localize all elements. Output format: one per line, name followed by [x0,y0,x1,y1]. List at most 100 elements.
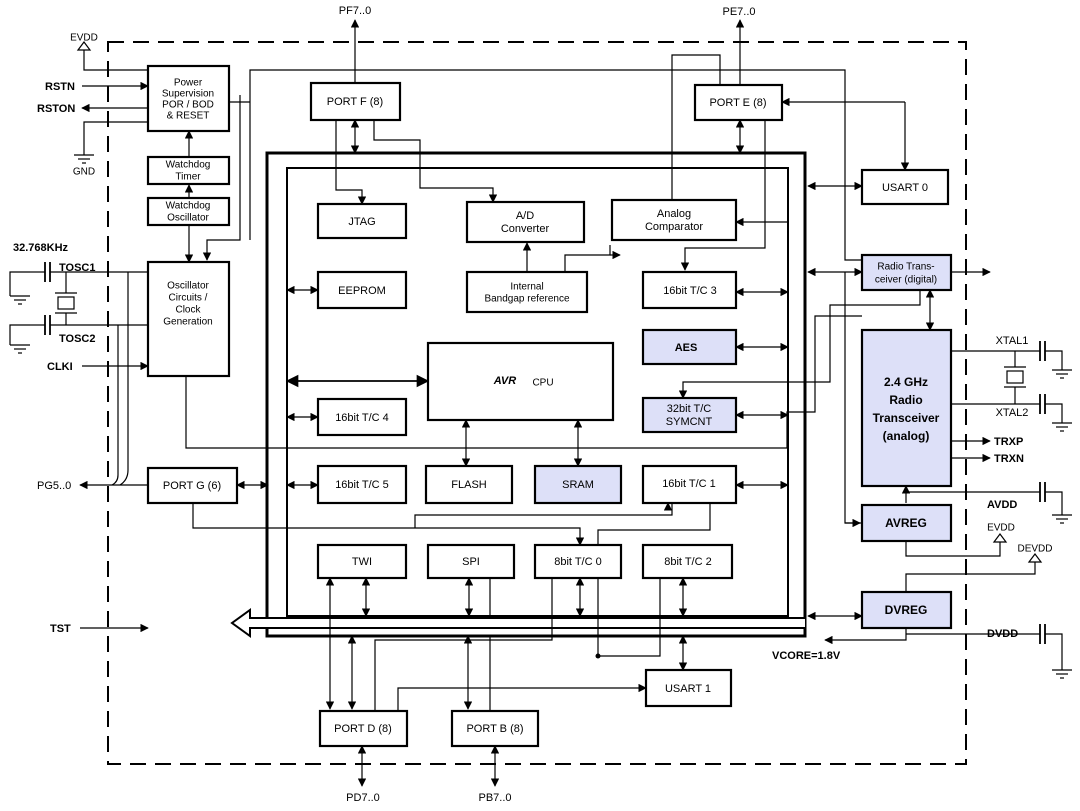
port-b-block: PORT B (8) [450,709,540,748]
timer5-label: 16bit T/C 5 [335,479,389,491]
radio-analog-block: 2.4 GHz Radio Transceiver (analog) [860,328,953,488]
radio-digital-line2: ceiver (digital) [875,275,937,286]
timer2-label: 8bit T/C 2 [664,556,712,568]
pin-trxn: TRXN [994,453,1024,465]
analog-comparator-line1: Analog [657,208,691,220]
radio-analog-line1: 2.4 GHz [884,375,928,389]
port-d-block: PORT D (8) [318,709,409,748]
pin-evdd-right: EVDD [987,523,1015,534]
eeprom-label: EEPROM [338,285,386,297]
pin-tst: TST [50,623,71,635]
pin-vcore: VCORE=1.8V [772,650,841,662]
timer0-label: 8bit T/C 0 [554,556,602,568]
timer-32bit-line1: 32bit T/C [667,403,711,415]
watchdog-oscillator-line1: Watchdog [166,201,211,212]
timer2-block: 8bit T/C 2 [641,543,734,580]
timer4-block: 16bit T/C 4 [316,397,408,437]
watchdog-oscillator-block: Watchdog Oscillator [146,196,231,227]
radio-analog-line2: Radio [889,393,922,407]
pin-pe: PE7..0 [722,6,755,18]
spi-block: SPI [426,543,516,580]
aes-block: AES [641,328,738,366]
jtag-label: JTAG [348,216,375,228]
wire-gnd [83,121,148,155]
usart0-block: USART 0 [860,168,950,206]
flash-label: FLASH [451,479,487,491]
power-supervision-line2: Supervision [162,89,214,100]
radio-analog-line4: (analog) [883,429,930,443]
cpu-avr-logo: AVR [493,375,516,387]
adc-block: A/D Converter [465,200,586,244]
connections [9,19,1072,787]
pin-evdd-top: EVDD [70,33,98,44]
radio-analog-line3: Transceiver [873,411,940,425]
usart1-label: USART 1 [665,683,711,695]
pin-pd: PD7..0 [346,792,380,804]
aes-label: AES [675,342,698,354]
pin-xtal1: XTAL1 [996,335,1029,347]
power-supervision-line4: & RESET [167,111,210,122]
internal-bus-arrow [230,608,805,638]
eeprom-block: EEPROM [316,270,408,310]
dvreg-label: DVREG [885,603,928,617]
cpu-block: AVR CPU [426,341,615,422]
sram-label: SRAM [562,479,594,491]
radio-digital-line1: Radio Trans- [877,262,934,273]
jtag-block: JTAG [316,202,408,240]
oscillator-line1: Oscillator [167,281,209,292]
power-supervision-line1: Power [174,78,203,89]
analog-comparator-block: Analog Comparator [610,198,738,242]
usart0-label: USART 0 [882,182,928,194]
cpu-label: CPU [532,378,553,389]
bandgap-line1: Internal [510,282,543,293]
power-supervision-block: Power Supervision POR / BOD & RESET [146,64,231,133]
bandgap-line2: Bandgap reference [484,294,570,305]
pin-trxp: TRXP [994,436,1023,448]
wire-tosc1-cap [9,271,30,290]
pin-tosc2: TOSC2 [59,333,95,345]
spi-label: SPI [462,556,480,568]
twi-block: TWI [316,543,408,580]
avreg-block: AVREG [860,503,953,543]
port-b-label: PORT B (8) [466,723,523,735]
pin-gnd: GND [73,167,95,178]
dvreg-block: DVREG [860,590,953,630]
watchdog-timer-line1: Watchdog [166,160,211,171]
timer4-label: 16bit T/C 4 [335,412,389,424]
core-inner-frame [286,167,789,617]
radio-digital-block: Radio Trans- ceiver (digital) [860,253,953,292]
port-f-block: PORT F (8) [309,81,402,122]
pin-labels: PF7..0 PE7..0 PD7..0 PB7..0 PG5..0 EVDD … [13,5,1053,804]
adc-line1: A/D [516,210,534,222]
twi-label: TWI [352,556,372,568]
bandgap-block: Internal Bandgap reference [465,270,589,314]
wire-evdd [83,50,148,71]
flash-block: FLASH [424,464,514,505]
sram-block: SRAM [533,464,623,505]
analog-comparator-line2: Comparator [645,221,703,233]
port-e-label: PORT E (8) [709,97,766,109]
port-g-label: PORT G (6) [163,480,221,492]
chip-boundary [107,41,967,765]
pin-tosc1: TOSC1 [59,262,95,274]
watchdog-oscillator-line2: Oscillator [167,213,209,224]
pin-rstn: RSTN [45,81,75,93]
timer1-label: 16bit T/C 1 [662,478,716,490]
watchdog-timer-block: Watchdog Timer [146,155,231,186]
pin-pf: PF7..0 [339,5,371,17]
pin-xtal2: XTAL2 [996,407,1029,419]
oscillator-line3: Clock [175,305,201,316]
port-g-block: PORT G (6) [146,466,239,505]
port-d-label: PORT D (8) [334,723,392,735]
watchdog-timer-line2: Timer [175,172,201,183]
port-f-label: PORT F (8) [327,96,383,108]
timer-32bit-block: 32bit T/C SYMCNT [641,396,738,434]
timer-32bit-line2: SYMCNT [666,416,713,428]
avreg-label: AVREG [885,516,927,530]
oscillator-block: Oscillator Circuits / Clock Generation [146,260,231,378]
oscillator-line2: Circuits / [169,293,208,304]
core-outer-frame [265,151,807,638]
timer5-block: 16bit T/C 5 [316,464,408,505]
